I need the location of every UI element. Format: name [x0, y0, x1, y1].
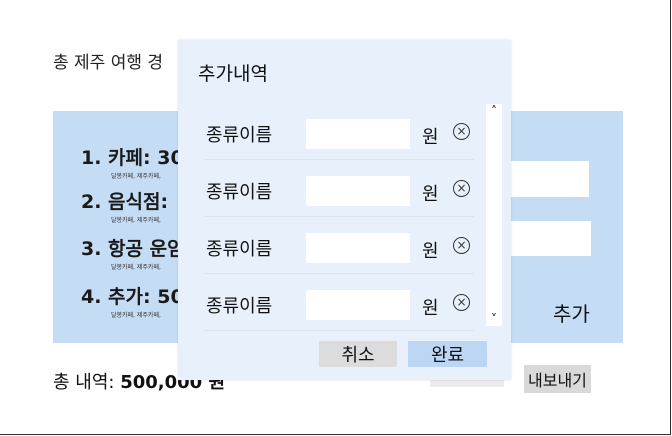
expense-item-sub: 달봉카페, 제주카페,	[111, 264, 161, 271]
done-button[interactable]: 완료	[408, 341, 487, 367]
scroll-down-icon[interactable]: ˅	[491, 312, 497, 326]
add-button[interactable]: 추가	[553, 302, 590, 326]
expense-item-cafe: 1. 카페: 30 달봉카페, 제주카페,	[81, 143, 184, 180]
scroll-up-icon[interactable]: ˄	[491, 104, 497, 118]
total-label: 총 내역:	[53, 372, 121, 393]
add-details-modal: 추가내역 종류이름 원 × 종류이름 원 × 종류이름 원 × 종류이름 원 ×…	[178, 40, 511, 380]
expense-item-label: 3. 항공 운임	[81, 238, 185, 260]
amount-input[interactable]	[306, 290, 410, 320]
expense-item-sub: 달봉카페, 제주카페,	[111, 312, 161, 319]
detail-row: 종류이름 원 ×	[204, 274, 474, 331]
category-name-label: 종류이름	[206, 125, 273, 146]
remove-row-icon[interactable]: ×	[453, 294, 470, 311]
detail-row: 종류이름 원 ×	[204, 160, 474, 217]
remove-row-icon[interactable]: ×	[453, 180, 470, 197]
expense-item-sub: 달봉카페, 제주카페,	[111, 173, 161, 180]
category-name-label: 종류이름	[206, 296, 273, 317]
expense-item-sub: 달봉카페, 제주카페,	[111, 217, 161, 224]
currency-unit: 원	[422, 241, 439, 262]
amount-input[interactable]	[306, 233, 410, 263]
expense-item-label: 1. 카페: 30	[81, 147, 184, 169]
cancel-button[interactable]: 취소	[319, 341, 397, 367]
modal-scrollbar[interactable]: ˄ ˅	[486, 104, 502, 326]
modal-title: 추가내역	[198, 63, 268, 85]
category-name-label: 종류이름	[206, 182, 273, 203]
detail-row: 종류이름 원 ×	[204, 103, 474, 160]
export-button[interactable]: 내보내기	[524, 365, 591, 393]
remove-row-icon[interactable]: ×	[453, 237, 470, 254]
expense-item-label: 4. 추가: 50	[81, 286, 184, 308]
amount-input[interactable]	[306, 119, 410, 149]
expense-item-extra: 4. 추가: 50 달봉카페, 제주카페,	[81, 282, 184, 319]
category-name-label: 종류이름	[206, 239, 273, 260]
background-input[interactable]	[511, 161, 589, 197]
page-title: 총 제주 여행 경	[53, 53, 164, 73]
currency-unit: 원	[422, 298, 439, 319]
background-input[interactable]	[511, 221, 591, 256]
amount-input[interactable]	[306, 176, 410, 206]
remove-row-icon[interactable]: ×	[453, 123, 470, 140]
expense-item-label: 2. 음식점:	[81, 191, 169, 213]
expense-item-airfare: 3. 항공 운임 달봉카페, 제주카페,	[81, 234, 185, 271]
currency-unit: 원	[422, 127, 439, 148]
currency-unit: 원	[422, 184, 439, 205]
detail-row: 종류이름 원 ×	[204, 217, 474, 274]
expense-item-restaurant: 2. 음식점: 달봉카페, 제주카페,	[81, 187, 168, 224]
